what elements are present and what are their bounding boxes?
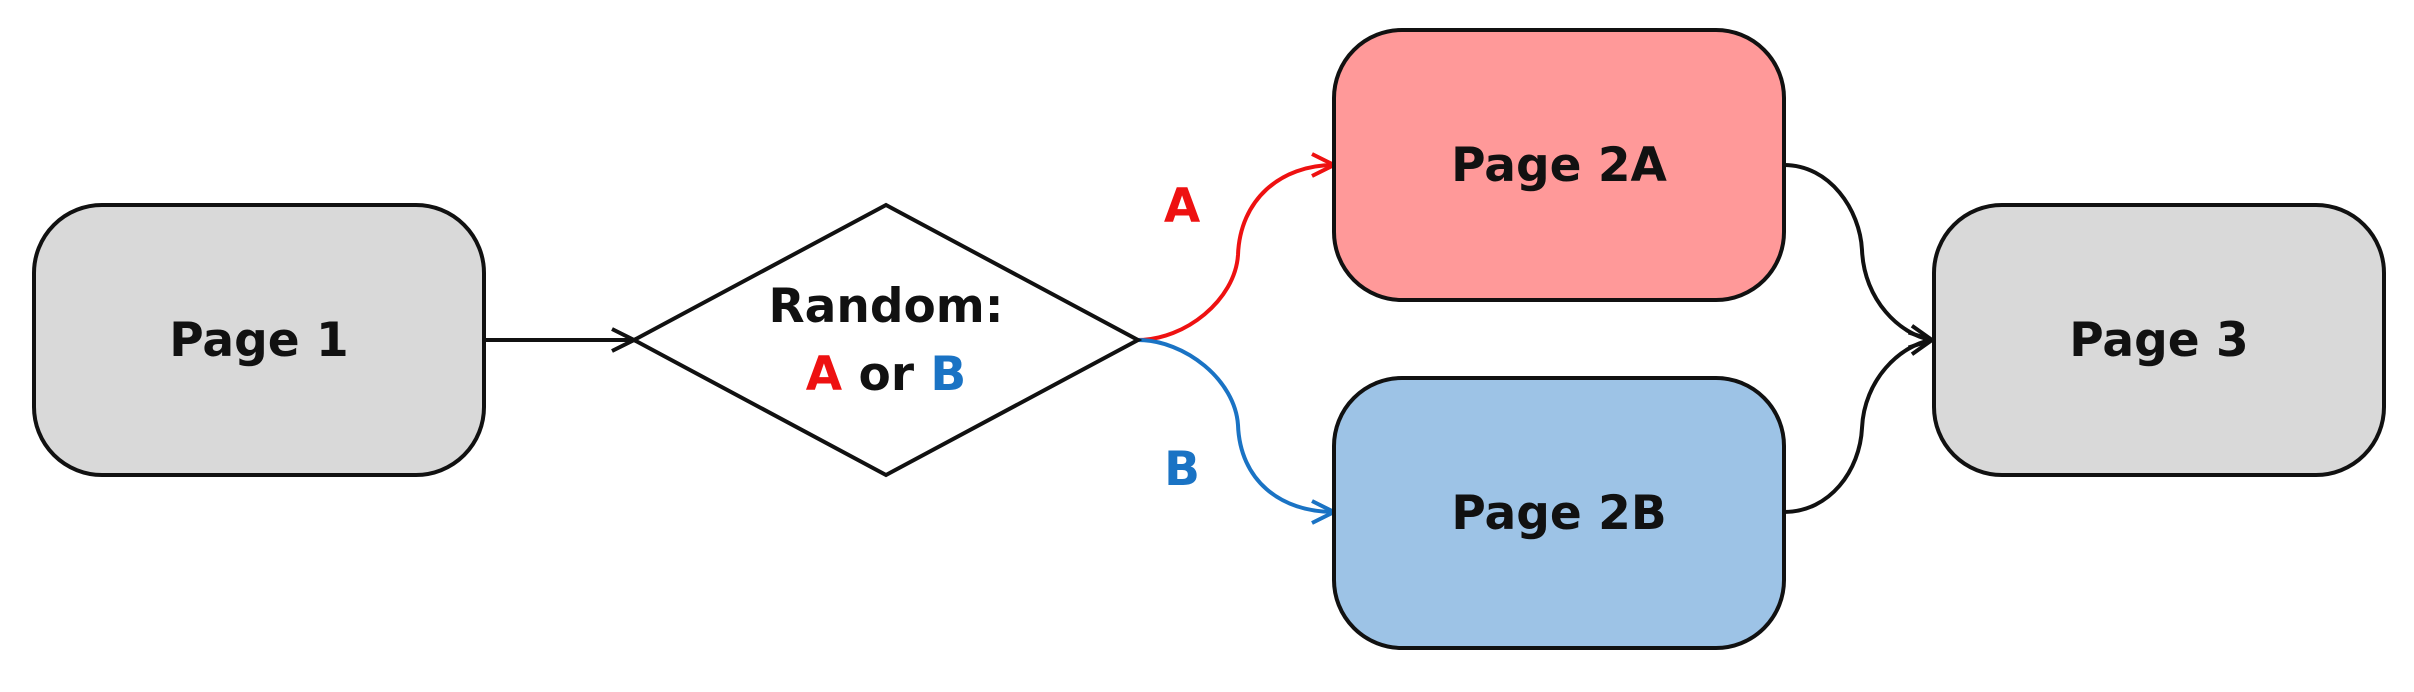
node-page-1-box [32,203,486,477]
decision-option-b: B [930,347,966,402]
edge-label-b: B [1164,442,1200,497]
decision-option-a: A [806,347,843,402]
node-page-2b-label: Page 2B [1451,486,1666,541]
node-page-2b-box [1332,376,1786,650]
decision-connector: or [859,347,915,402]
node-page-2a-box [1332,28,1786,302]
node-random-decision: Random: A or B [629,202,1143,478]
edge-decision-to-page2b [1137,338,1334,512]
node-page-1: Page 1 [32,203,486,477]
decision-diamond [629,202,1143,478]
decision-options: A or B [806,347,966,402]
node-page-2a-label: Page 2A [1451,138,1667,193]
edge-decision-to-page2a [1137,165,1334,342]
node-page-3-box [1932,203,2386,477]
edge-page2a-to-page3 [1783,163,1932,340]
node-page-2b: Page 2B [1332,376,1786,650]
decision-title: Random: [768,279,1003,334]
edge-page2b-to-page3 [1783,340,1932,514]
edge-label-a: A [1164,179,1201,234]
node-page-3-label: Page 3 [2069,313,2249,368]
node-page-2a: Page 2A [1332,28,1786,302]
node-page-1-label: Page 1 [169,313,349,368]
node-page-3: Page 3 [1932,203,2386,477]
